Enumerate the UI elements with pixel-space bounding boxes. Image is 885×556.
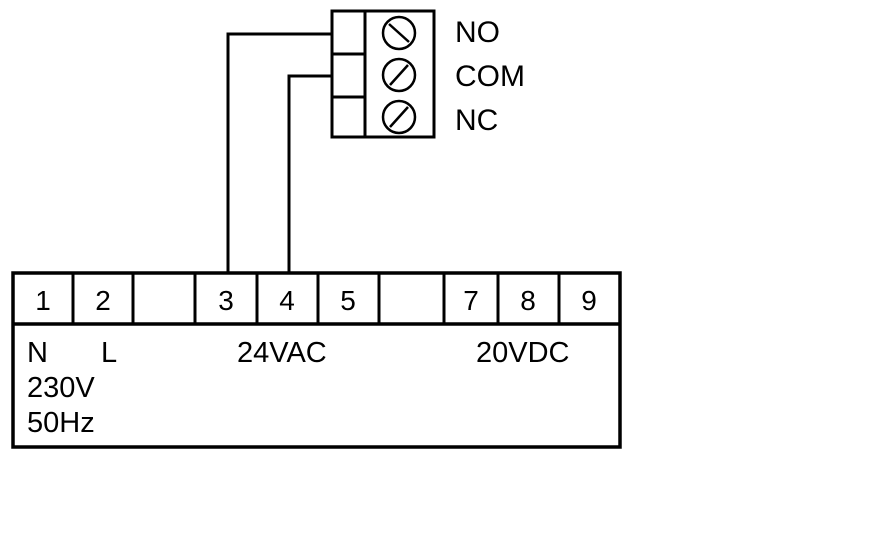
relay-label-com: COM bbox=[455, 60, 525, 93]
controller-terminal-block: 1 2 3 4 5 7 8 9 N L 230V 50Hz 24VAC 20VD… bbox=[11, 271, 622, 449]
screw-icon bbox=[381, 57, 417, 93]
label-live: L bbox=[101, 337, 117, 369]
terminal-number-3: 3 bbox=[218, 285, 234, 316]
label-230v: 230V bbox=[27, 372, 95, 404]
label-neutral: N bbox=[27, 337, 48, 369]
label-20vdc: 20VDC bbox=[476, 337, 570, 369]
terminal-number-8: 8 bbox=[520, 285, 536, 316]
relay-label-no: NO bbox=[455, 16, 500, 49]
screw-icon bbox=[381, 99, 417, 135]
relay-outline bbox=[330, 9, 436, 139]
terminal-number-1: 1 bbox=[35, 285, 51, 316]
terminal-number-2: 2 bbox=[95, 285, 111, 316]
wire-no-to-3 bbox=[226, 32, 332, 273]
terminal-number-9: 9 bbox=[581, 285, 597, 316]
label-50hz: 50Hz bbox=[27, 407, 95, 439]
terminal-number-7: 7 bbox=[463, 285, 479, 316]
wire-com-to-4 bbox=[287, 74, 332, 273]
relay-terminal: NO COM NC bbox=[330, 9, 525, 139]
terminal-number-4: 4 bbox=[279, 285, 295, 316]
label-24vac: 24VAC bbox=[237, 337, 327, 369]
terminal-number-5: 5 bbox=[340, 285, 356, 316]
screw-icon bbox=[381, 15, 417, 51]
relay-label-nc: NC bbox=[455, 104, 498, 137]
